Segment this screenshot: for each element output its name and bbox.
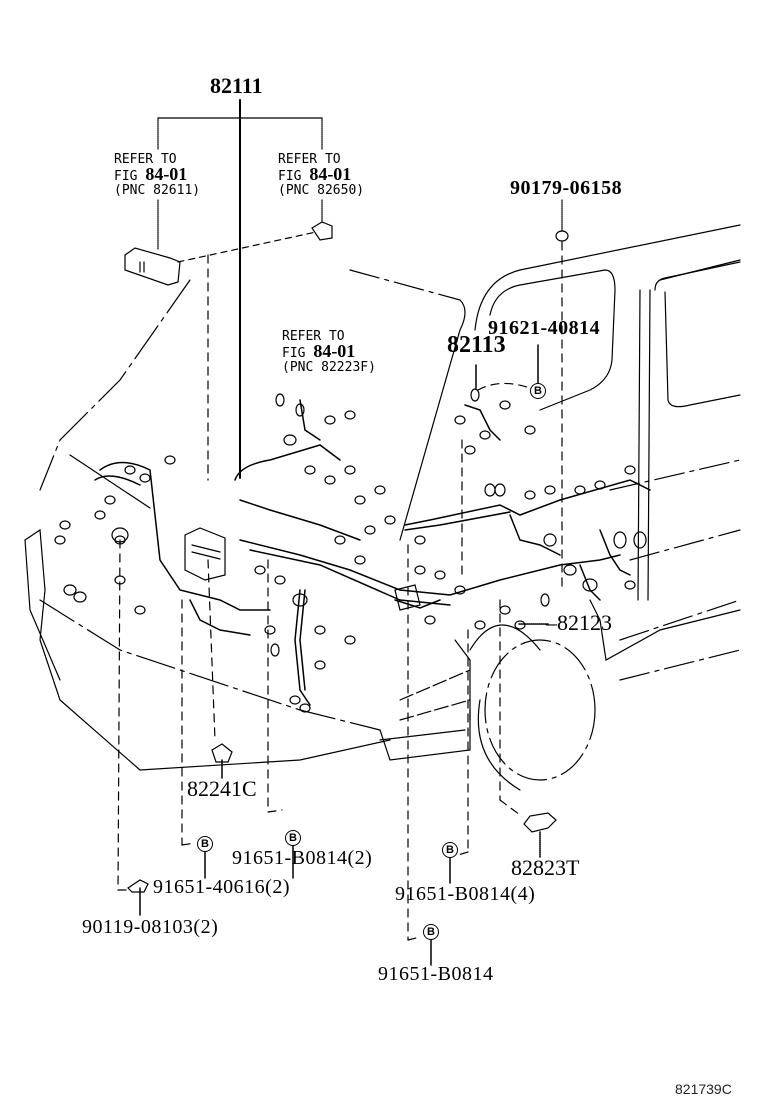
- part-number-90179-06158[interactable]: 90179-06158: [510, 177, 623, 199]
- part-number-91651-b0814-2[interactable]: 91651-B0814(2): [232, 847, 373, 869]
- refer-to-text: REFER TO: [278, 152, 341, 167]
- part-number-82123[interactable]: –82123: [546, 610, 612, 635]
- pnc-text: (PNC 82611): [114, 183, 201, 198]
- leader-82111: [157, 99, 323, 479]
- bolt-marker-b: B: [530, 383, 546, 399]
- vehicle-body-outline: [24, 224, 741, 791]
- junction-block: [184, 527, 226, 581]
- guide-lines: [117, 254, 531, 941]
- part-number-82113[interactable]: 82113: [447, 332, 506, 358]
- part-number-82823t[interactable]: 82823T: [511, 855, 580, 880]
- connectors: [54, 388, 647, 713]
- relay-small-part: [311, 221, 333, 241]
- bolt-marker-b: B: [423, 924, 439, 940]
- reference-note-82650[interactable]: REFER TO FIG 84-01 (PNC 82650): [278, 153, 364, 198]
- fig-number: 84-01: [313, 341, 356, 361]
- nut-90179: [555, 199, 569, 591]
- figure-code: 821739C: [675, 1081, 732, 1097]
- fig-prefix: FIG: [278, 169, 302, 184]
- fig-prefix: FIG: [282, 346, 306, 361]
- bolt-marker-b: B: [442, 842, 458, 858]
- protector-82823t-part: [523, 812, 557, 833]
- relay-block-part: [124, 247, 181, 286]
- bolt-90119-part: [127, 879, 149, 893]
- part-number-91621-40814[interactable]: 91621-40814: [488, 317, 601, 339]
- fig-number: 84-01: [145, 164, 188, 184]
- reference-note-82223f[interactable]: REFER TO FIG 84-01 (PNC 82223F): [282, 330, 376, 375]
- reference-note-82611[interactable]: REFER TO FIG 84-01 (PNC 82611): [114, 153, 200, 198]
- bolt-marker-b: B: [285, 830, 301, 846]
- refer-to-text: REFER TO: [114, 152, 177, 167]
- part-number-91651-b0814[interactable]: 91651-B0814: [378, 963, 494, 985]
- part-number-82111[interactable]: 82111: [210, 73, 263, 98]
- part-number-90119-08103-2[interactable]: 90119-08103(2): [82, 916, 219, 938]
- fig-number: 84-01: [309, 164, 352, 184]
- leader-lines: [139, 344, 549, 966]
- wire-harness: [94, 399, 651, 706]
- part-number-91651-b0814-4[interactable]: 91651-B0814(4): [395, 883, 536, 905]
- fig-prefix: FIG: [114, 169, 138, 184]
- part-number-82241c[interactable]: 82241C: [187, 776, 257, 801]
- bolt-marker-b: B: [197, 836, 213, 852]
- refer-to-text: REFER TO: [282, 329, 345, 344]
- pnc-text: (PNC 82223F): [282, 360, 376, 375]
- part-number-91651-40616-2[interactable]: 91651-40616(2): [153, 876, 290, 898]
- pnc-text: (PNC 82650): [278, 183, 365, 198]
- clip-82241c-part: [211, 743, 233, 763]
